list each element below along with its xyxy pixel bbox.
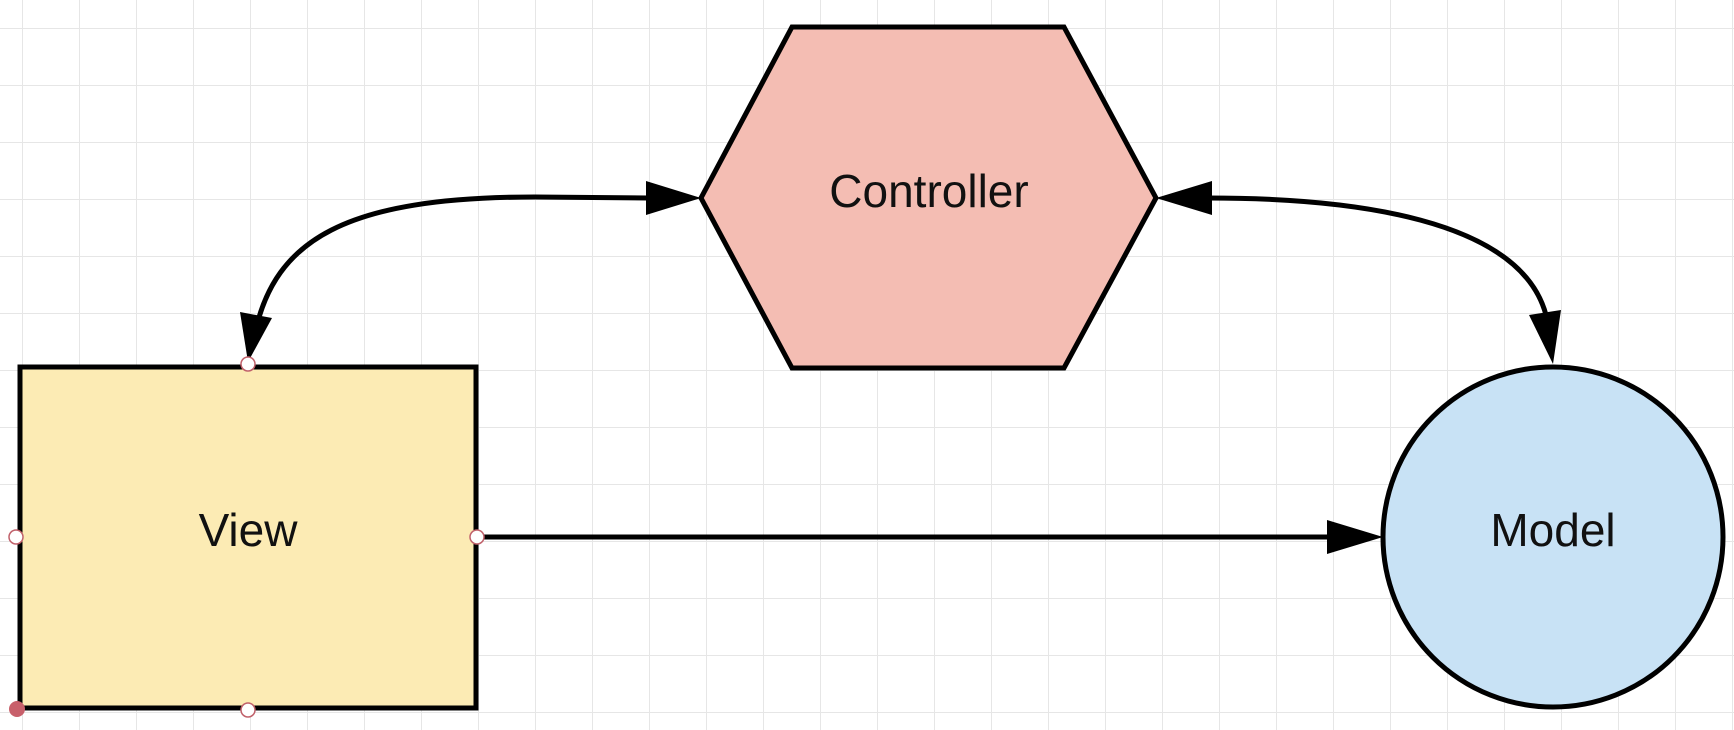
edge-view-controller[interactable] <box>240 181 701 362</box>
model-label: Model <box>1490 504 1615 556</box>
edge-view-model-arrowhead <box>1327 520 1383 554</box>
view-connection-handle-top[interactable] <box>240 356 256 372</box>
view-connection-handle-bottom[interactable] <box>240 702 256 718</box>
edge-controller-model-arrowhead-model <box>1529 310 1561 364</box>
edge-controller-model-arrowhead-controller <box>1156 181 1212 215</box>
view-connection-handle-left[interactable] <box>8 529 24 545</box>
controller-node[interactable]: Controller <box>698 24 1159 371</box>
view-node[interactable]: View <box>17 364 479 711</box>
view-connection-handle-right[interactable] <box>469 529 485 545</box>
view-resize-handle-bottom-left[interactable] <box>9 701 25 717</box>
edge-view-model[interactable] <box>476 520 1383 554</box>
edge-view-controller-line[interactable] <box>252 194 649 334</box>
view-selection-handles <box>8 356 485 718</box>
edge-view-controller-arrowhead-view <box>240 312 272 362</box>
view-shape[interactable] <box>17 364 479 711</box>
edge-controller-model-line[interactable] <box>1207 195 1549 316</box>
model-node[interactable]: Model <box>1380 364 1726 710</box>
view-label: View <box>199 504 299 556</box>
controller-label: Controller <box>829 165 1028 217</box>
edge-view-controller-arrowhead-controller <box>646 181 701 215</box>
edge-controller-model[interactable] <box>1156 181 1561 364</box>
